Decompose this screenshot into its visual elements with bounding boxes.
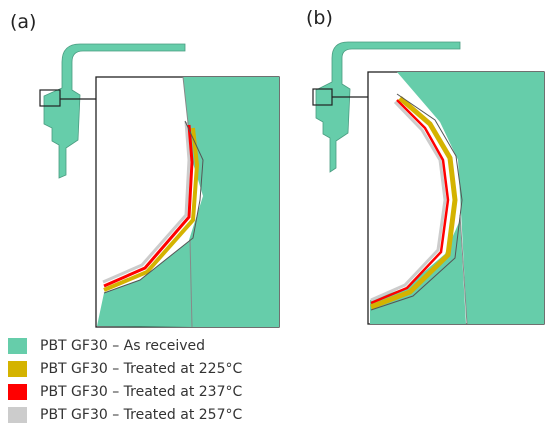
layer-outline-b: [370, 93, 463, 311]
material-region-b: [397, 72, 544, 324]
layer-225-b: [370, 96, 458, 310]
legend: PBT GF30 – As received PBT GF30 – Treate…: [8, 334, 308, 426]
legend-item-as-received: PBT GF30 – As received: [8, 334, 308, 357]
layer-257-a: [102, 121, 191, 284]
panel-a-label: (a): [10, 11, 36, 33]
panel-a: (a): [10, 11, 280, 328]
layer-237-b: [370, 99, 450, 305]
part-profile-a: [43, 43, 186, 179]
layer-225-a: [103, 127, 200, 292]
layer-257-b: [370, 100, 447, 302]
legend-swatch-as-received: [8, 337, 27, 354]
part-profile-b: [315, 41, 461, 173]
layer-outline-a: [103, 120, 204, 294]
panel-b-label: (b): [306, 7, 333, 29]
split-line-b: [459, 214, 468, 325]
detail-marker-a: [39, 89, 61, 107]
legend-item-257: PBT GF30 – Treated at 257°C: [8, 403, 308, 426]
legend-swatch-225: [8, 360, 27, 377]
legend-swatch-237: [8, 383, 27, 400]
legend-label-257: PBT GF30 – Treated at 257°C: [40, 406, 243, 423]
legend-swatch-257: [8, 406, 27, 423]
material-region-a: [183, 77, 279, 327]
legend-label-237: PBT GF30 – Treated at 237°C: [40, 383, 243, 400]
legend-label-225: PBT GF30 – Treated at 225°C: [40, 360, 243, 377]
material-region-a-lower: [97, 238, 193, 327]
panel-b: (b): [306, 7, 545, 325]
legend-item-237: PBT GF30 – Treated at 237°C: [8, 380, 308, 403]
legend-label-as-received: PBT GF30 – As received: [40, 337, 206, 354]
layer-237-a: [103, 124, 194, 288]
legend-item-225: PBT GF30 – Treated at 225°C: [8, 357, 308, 380]
